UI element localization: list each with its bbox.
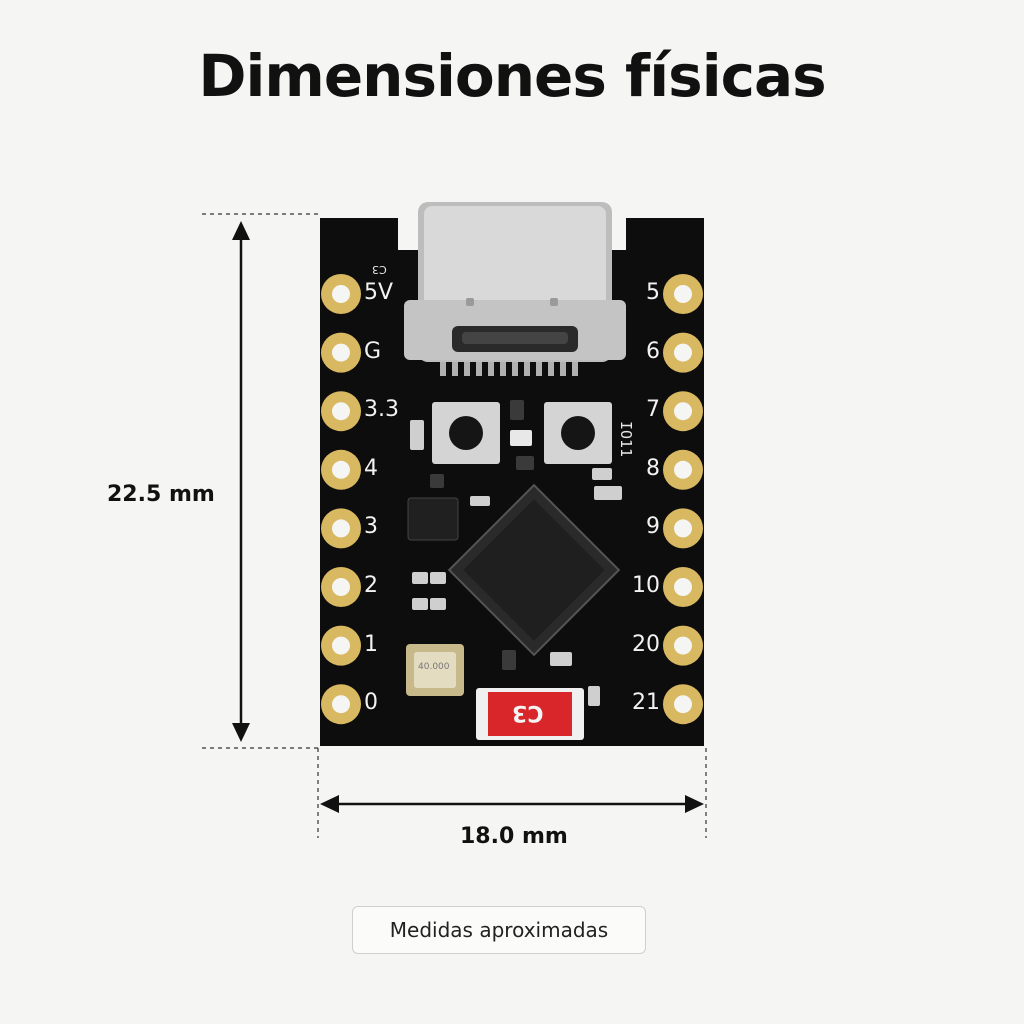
height-dimension-label: 22.5 mm — [107, 482, 215, 507]
smd-components — [410, 420, 622, 706]
left-pin-label: 1 — [364, 631, 378, 657]
right-pin-label: 6 — [646, 338, 660, 364]
right-pin-label: 21 — [632, 690, 660, 716]
pin-hole — [674, 402, 692, 421]
pin-hole — [332, 460, 350, 479]
pin-hole — [674, 695, 692, 714]
right-pin-pads — [663, 274, 703, 725]
right-pin-label: 10 — [632, 573, 660, 598]
mcu-chip — [447, 483, 621, 657]
left-pin-label: 3 — [364, 514, 378, 540]
boot-button — [432, 402, 500, 464]
right-pin-label: 9 — [646, 514, 660, 540]
pin-hole — [674, 636, 692, 655]
ceramic-antenna — [476, 688, 584, 740]
reset-button — [544, 402, 612, 464]
pin-hole — [332, 402, 350, 421]
crystal-label: 40.000 — [418, 662, 450, 672]
width-dimension-arrow — [320, 795, 704, 813]
left-pin-label: G — [364, 338, 382, 364]
left-pin-label: 4 — [364, 455, 378, 481]
pin-hole — [332, 695, 350, 714]
pin-hole — [674, 343, 692, 362]
left-pin-label: 0 — [364, 690, 378, 716]
page-title: Dimensiones físicas — [198, 42, 826, 110]
regulator-chip — [407, 497, 459, 541]
pin-hole — [674, 519, 692, 538]
left-pin-label: 2 — [364, 573, 378, 598]
left-pin-label: 3.3 — [364, 397, 399, 423]
pin-hole — [332, 343, 350, 362]
pin-hole — [332, 636, 350, 655]
left-pin-label: 5V — [364, 280, 394, 305]
pin-hole — [674, 578, 692, 596]
pin-hole — [332, 519, 350, 538]
right-pin-label: 20 — [632, 631, 660, 657]
right-pin-label: 7 — [646, 397, 660, 423]
led — [510, 430, 532, 446]
antenna-label: C3 — [512, 700, 544, 725]
pin-hole — [332, 285, 350, 303]
left-pin-pads — [321, 274, 361, 725]
right-pin-label: 8 — [646, 455, 660, 481]
silkscreen-top-label: C3 — [372, 263, 387, 276]
right-pin-label: 5 — [646, 280, 660, 305]
crystal — [406, 644, 464, 696]
height-dimension-arrow — [232, 221, 250, 742]
usb-c-connector — [404, 202, 626, 376]
pin-hole — [674, 460, 692, 479]
approximate-measurements-note: Medidas aproximadas — [352, 906, 646, 954]
silkscreen-io-label: IO11 — [617, 420, 636, 458]
pin-hole — [332, 578, 350, 596]
pin-hole — [674, 285, 692, 303]
width-dimension-label: 18.0 mm — [460, 824, 568, 849]
